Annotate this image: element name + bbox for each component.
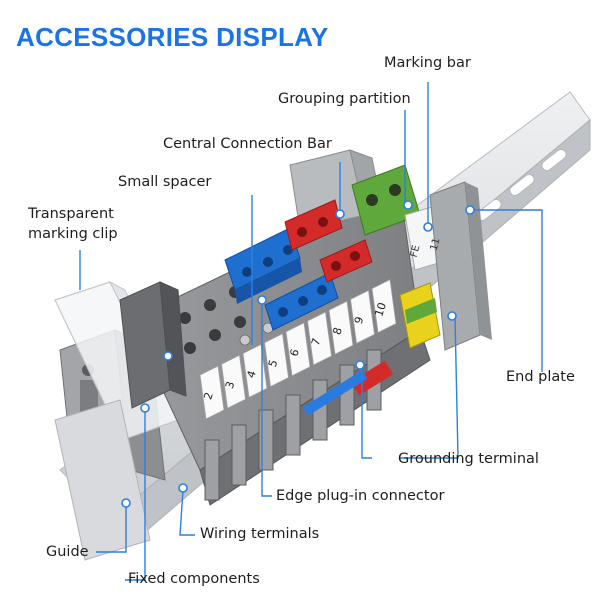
terminal-number: 7 [309, 337, 324, 348]
marking-strip [264, 332, 289, 388]
grounding-terminal [351, 164, 441, 349]
marking-strip [350, 289, 375, 345]
marking-strip [221, 354, 246, 409]
leader-end-plate [470, 209, 543, 372]
leader-guide [96, 505, 127, 553]
terminal-number: 4 [244, 369, 259, 380]
marking-strip [371, 278, 397, 334]
marking-strip [242, 343, 268, 399]
label-small-spacer: Small spacer [118, 174, 212, 190]
terminal-number: 10 [372, 301, 389, 318]
marking-strip [199, 365, 225, 420]
end-mark-label: FE [409, 244, 423, 259]
end-mark-label: 11 [429, 237, 443, 252]
label-end-plate: End plate [506, 369, 575, 385]
page-title: ACCESSORIES DISPLAY [16, 22, 329, 52]
terminal-number: 9 [352, 315, 367, 326]
terminal-number: 5 [266, 358, 281, 369]
terminal-number: 6 [287, 347, 302, 358]
terminal-number: 2 [201, 391, 216, 402]
label-edge-plugin-connector: Edge plug-in connector [276, 488, 445, 504]
label-wiring-terminals: Wiring terminals [200, 526, 320, 542]
terminal-number: 8 [330, 326, 345, 337]
label-transparent-marking-clip-2: marking clip [28, 226, 118, 242]
label-marking-bar: Marking bar [384, 55, 471, 71]
leader-edge-plugin-2 [261, 302, 272, 497]
label-central-connection-bar: Central Connection Bar [163, 136, 332, 152]
leader-edge-plugin [359, 364, 372, 459]
small-spacer [119, 281, 187, 409]
label-fixed-components: Fixed components [128, 571, 260, 587]
edge-plugin-connector [302, 370, 368, 416]
leader-dots [121, 200, 475, 508]
terminal-number: 3 [223, 380, 238, 391]
marking-strip [328, 300, 354, 355]
leader-wiring-terminals [179, 489, 195, 536]
label-grouping-partition: Grouping partition [278, 91, 411, 107]
label-transparent-marking-clip-1: Transparent [28, 206, 114, 222]
label-guide: Guide [46, 544, 89, 560]
label-grounding-terminal: Grounding terminal [398, 451, 539, 467]
end-plate [429, 181, 492, 351]
leader-fixed-components [125, 410, 146, 581]
leader-grounding [400, 315, 459, 459]
marking-strip [285, 322, 311, 377]
marking-strip [307, 311, 332, 366]
